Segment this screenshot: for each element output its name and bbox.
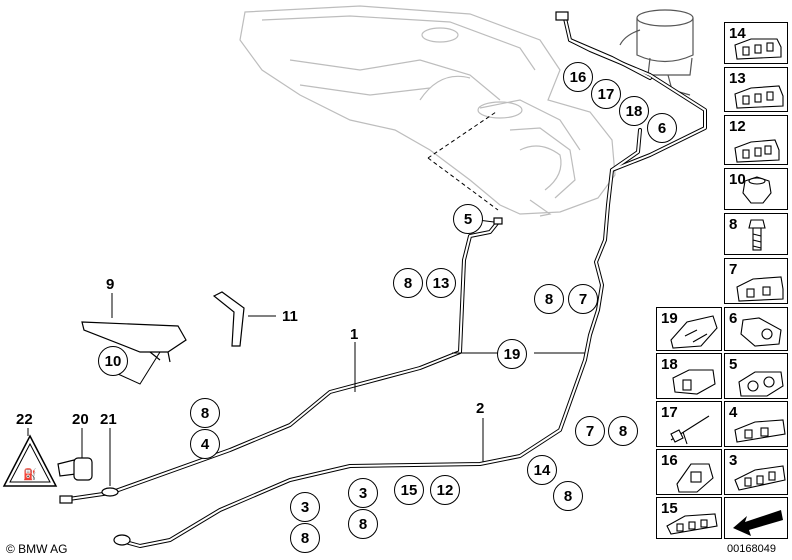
part-label: 8 xyxy=(729,216,738,233)
part-box-15: 15 xyxy=(656,497,722,539)
callout-4: 4 xyxy=(190,429,220,459)
clip-icon xyxy=(738,371,784,397)
part-label: 13 xyxy=(729,70,746,87)
callout-6: 6 xyxy=(647,113,677,143)
copyright-text: © BMW AG xyxy=(6,542,68,556)
clip-icon xyxy=(666,513,718,535)
part-label: 15 xyxy=(661,500,678,517)
screw-icon xyxy=(748,219,766,251)
callout-8: 8 xyxy=(348,509,378,539)
callout-13: 13 xyxy=(426,268,456,298)
holder-icon xyxy=(676,463,714,493)
label-11: 11 xyxy=(282,308,298,325)
warning-label-icon: ⛽ xyxy=(2,434,58,487)
clip-icon xyxy=(734,139,780,163)
fuel-tank-illustration xyxy=(239,5,616,217)
clip-icon xyxy=(734,419,786,443)
leader-lines xyxy=(27,219,585,486)
part-label: 14 xyxy=(729,25,746,42)
heat-shield-illustration xyxy=(81,321,187,363)
callout-19: 19 xyxy=(497,339,527,369)
callout-3: 3 xyxy=(348,478,378,508)
callout-7: 7 xyxy=(568,284,598,314)
part-label: 18 xyxy=(661,356,678,373)
valve-illustration xyxy=(57,457,119,497)
part-label: 6 xyxy=(729,310,738,327)
label-2: 2 xyxy=(476,400,485,417)
bracket-illustration xyxy=(212,291,245,347)
part-label: 10 xyxy=(729,171,746,188)
clip-icon xyxy=(740,317,782,347)
part-box-7: 7 xyxy=(724,258,788,304)
label-1: 1 xyxy=(350,326,359,343)
nut-icon xyxy=(742,176,772,204)
callout-5: 5 xyxy=(453,204,483,234)
clip-icon xyxy=(734,85,784,109)
line-connectors xyxy=(59,11,569,546)
holder-icon xyxy=(670,315,718,349)
part-box-12: 12 xyxy=(724,115,788,165)
label-22: 22 xyxy=(16,411,33,428)
part-box-17: 17 xyxy=(656,401,722,447)
part-box-10: 10 xyxy=(724,168,788,210)
part-box-4: 4 xyxy=(724,401,788,447)
holder-icon xyxy=(672,369,716,395)
callout-10: 10 xyxy=(98,346,128,376)
clip-icon xyxy=(734,465,786,491)
clip-icon xyxy=(734,38,782,60)
part-label: 3 xyxy=(729,452,738,469)
callout-8: 8 xyxy=(534,284,564,314)
label-20: 20 xyxy=(72,411,89,428)
part-label: 4 xyxy=(729,404,738,421)
part-label: 7 xyxy=(729,261,738,278)
part-label: 12 xyxy=(729,118,746,135)
label-9: 9 xyxy=(106,276,115,293)
callout-17: 17 xyxy=(591,79,621,109)
callout-8: 8 xyxy=(393,268,423,298)
callout-8: 8 xyxy=(190,398,220,428)
part-box-14: 14 xyxy=(724,22,788,64)
callout-3: 3 xyxy=(290,492,320,522)
callout-12: 12 xyxy=(430,475,460,505)
callout-14: 14 xyxy=(527,455,557,485)
part-box-8: 8 xyxy=(724,213,788,255)
callout-16: 16 xyxy=(563,62,593,92)
part-box-13: 13 xyxy=(724,67,788,112)
clip-icon xyxy=(736,276,784,302)
cable-tie-icon xyxy=(670,415,710,445)
part-box-16: 16 xyxy=(656,449,722,495)
part-box-18: 18 xyxy=(656,353,722,399)
callout-8: 8 xyxy=(290,523,320,553)
svg-text:⛽: ⛽ xyxy=(23,468,37,481)
callout-8: 8 xyxy=(608,416,638,446)
carbon-canister-illustration xyxy=(619,9,694,96)
part-box-6: 6 xyxy=(724,307,788,351)
part-box-arrow xyxy=(724,497,788,539)
arrow-icon xyxy=(733,510,783,536)
part-box-3: 3 xyxy=(724,449,788,495)
callout-15: 15 xyxy=(394,475,424,505)
part-box-19: 19 xyxy=(656,307,722,351)
part-label: 19 xyxy=(661,310,678,327)
part-label: 16 xyxy=(661,452,678,469)
leader-lines-dashed xyxy=(427,111,499,211)
callout-18: 18 xyxy=(619,96,649,126)
part-label: 17 xyxy=(661,404,678,421)
part-box-5: 5 xyxy=(724,353,788,399)
label-21: 21 xyxy=(100,411,117,428)
callout-7: 7 xyxy=(575,416,605,446)
callout-8: 8 xyxy=(553,481,583,511)
part-label: 5 xyxy=(729,356,738,373)
diagram-number: 00168049 xyxy=(727,543,776,555)
